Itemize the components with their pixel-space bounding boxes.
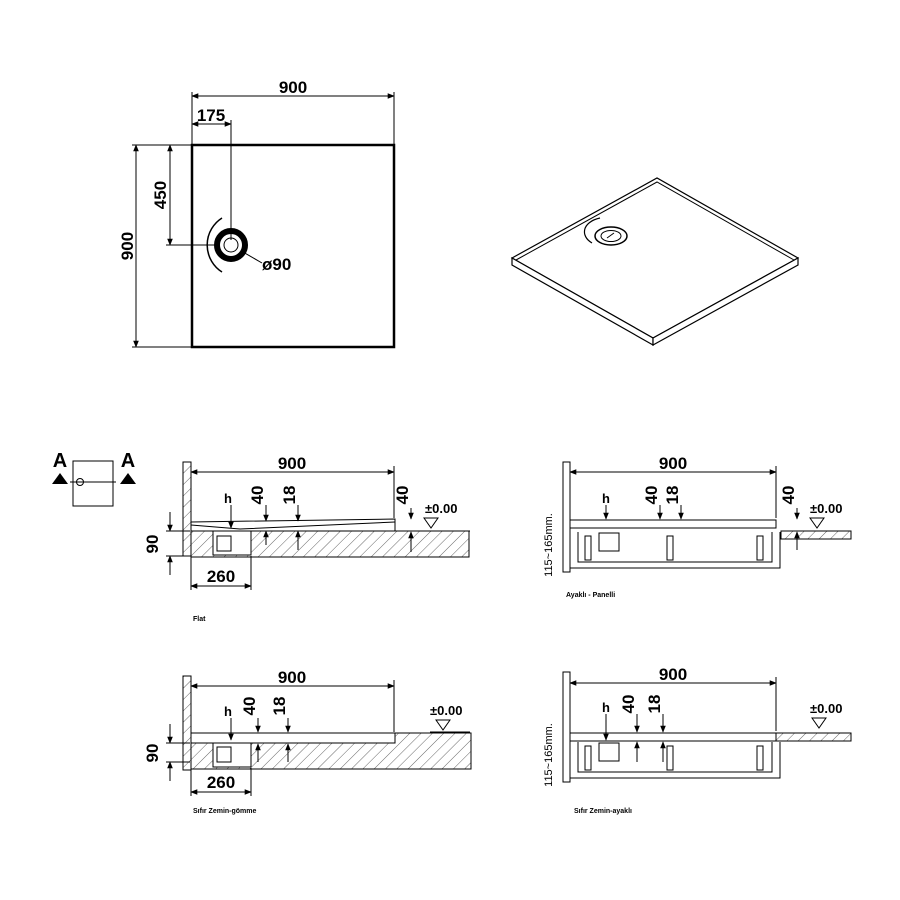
plan-drain-label: ø90	[262, 255, 291, 274]
level-label: ±0.00	[430, 703, 462, 718]
h-label: h	[224, 704, 232, 719]
section-caption: Sıfır Zemin-gömme	[193, 808, 257, 815]
depth-label: 90	[143, 744, 162, 763]
tray-body	[569, 519, 777, 529]
section-flush-legs: 900 h 40 18 ±0.00 115~165mm. Sıfır Zemin…	[543, 665, 852, 815]
level-symbol	[423, 517, 439, 529]
width-label: 900	[278, 668, 306, 687]
tray-right-edge	[652, 256, 799, 347]
key-box	[72, 460, 114, 507]
level-label: ±0.00	[810, 501, 842, 516]
plan-width-label: 900	[279, 78, 307, 97]
drain-trap	[216, 746, 232, 763]
drain-leader-line	[242, 251, 263, 264]
section-caption: Sıfır Zemin-ayaklı	[574, 808, 632, 815]
d40-right-label: 40	[393, 486, 412, 505]
section-panelled: 900 h 40 18 40 ±0.00 115~165mm. Ayaklı -…	[543, 454, 852, 599]
plan-offset-y-label: 450	[151, 181, 170, 209]
drain-offset-label: 260	[207, 773, 235, 792]
base-frame-inner	[577, 742, 773, 773]
d18-label: 18	[270, 697, 289, 716]
drain-inner-ring	[223, 237, 239, 253]
section-marker-left: A	[53, 450, 67, 472]
d18-label: 18	[663, 486, 682, 505]
section-caption: Ayaklı - Panelli	[566, 592, 615, 599]
tray-body	[190, 732, 396, 744]
d40-label: 40	[240, 697, 259, 716]
d40-label: 40	[619, 695, 638, 714]
tray-slope	[190, 521, 396, 530]
width-label: 900	[659, 454, 687, 473]
drain-trap	[598, 532, 620, 552]
width-label: 900	[278, 454, 306, 473]
level-symbol	[811, 717, 827, 729]
isometric-view	[510, 177, 800, 347]
section-flat: 900 h 40 18 40 ±0.00 90 260 Flat	[143, 454, 470, 623]
drain-trap	[598, 742, 620, 762]
level-symbol	[435, 719, 451, 731]
tray-body	[190, 518, 396, 532]
level-label: ±0.00	[425, 501, 457, 516]
section-arrow-left	[52, 473, 68, 484]
base-frame	[569, 532, 781, 569]
plan-view: 900 175 900 450 ø90	[118, 78, 396, 349]
leg	[666, 745, 674, 771]
d40-label: 40	[642, 486, 661, 505]
plan-offset-x-label: 175	[197, 106, 225, 125]
floor-slab	[780, 530, 852, 540]
h-label: h	[602, 700, 610, 715]
tray-inner-rim	[515, 181, 795, 261]
iso-drain-outer	[594, 226, 628, 246]
tray-top-face	[510, 177, 800, 339]
wall	[562, 671, 571, 783]
wall	[182, 461, 192, 557]
level-symbol	[809, 517, 825, 529]
base-frame-inner	[577, 532, 773, 563]
tray-body	[569, 732, 777, 742]
base-frame	[569, 742, 781, 779]
depth-label: 90	[143, 535, 162, 554]
iso-drain-slot	[606, 232, 615, 239]
d40-right-label: 40	[779, 486, 798, 505]
d40-label: 40	[248, 486, 267, 505]
wall	[182, 675, 192, 771]
tray-outline	[190, 143, 396, 349]
section-key: A A	[52, 450, 136, 507]
d18-label: 18	[645, 695, 664, 714]
section-flush-inset: 900 h 40 18 ±0.00 90 260 Sıfır Zemin-göm…	[143, 668, 472, 815]
height-range-label: 115~165mm.	[543, 513, 555, 577]
section-marker-right: A	[121, 450, 135, 472]
iso-drain-inner	[600, 230, 622, 242]
wall	[562, 461, 571, 573]
floor-slab	[775, 732, 852, 742]
leg	[584, 745, 592, 771]
d18-label: 18	[280, 486, 299, 505]
h-label: h	[224, 491, 232, 506]
plan-height-label: 900	[118, 232, 137, 260]
drain-trap	[216, 535, 232, 552]
section-arrow-right	[120, 473, 136, 484]
leg	[756, 745, 764, 771]
h-label: h	[602, 491, 610, 506]
section-caption: Flat	[193, 616, 206, 623]
leg	[584, 535, 592, 561]
width-label: 900	[659, 665, 687, 684]
iso-slope-arc	[583, 217, 601, 244]
leg	[666, 535, 674, 561]
leg	[756, 535, 764, 561]
level-label: ±0.00	[810, 701, 842, 716]
drain-offset-label: 260	[207, 567, 235, 586]
height-range-label: 115~165mm.	[543, 723, 555, 787]
